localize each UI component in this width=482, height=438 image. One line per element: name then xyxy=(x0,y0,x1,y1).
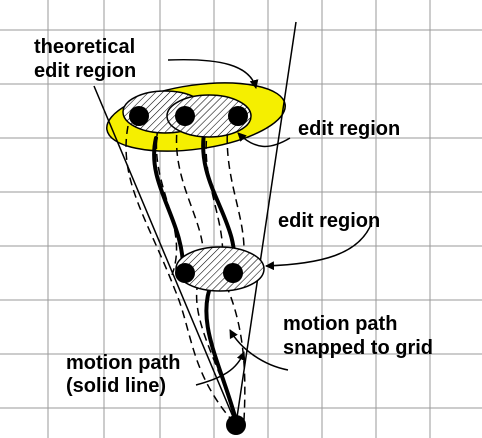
keyframe-dot xyxy=(226,415,246,435)
snapped-label-line2: snapped to grid xyxy=(283,337,433,359)
keyframe-dot xyxy=(175,263,195,283)
keyframe-dots xyxy=(129,106,248,435)
solid-label-line1: motion path xyxy=(66,352,180,374)
labels: theoretical edit region edit region edit… xyxy=(34,36,433,397)
keyframe-dot xyxy=(228,106,248,126)
keyframe-dot xyxy=(223,263,243,283)
snapped-label-line1: motion path xyxy=(283,313,397,335)
edit-region-upper-label: edit region xyxy=(298,118,400,140)
theoretical-label-line1: theoretical xyxy=(34,36,135,58)
solid-label-line2: (solid line) xyxy=(66,375,166,397)
cone-lines xyxy=(93,21,297,425)
leader-arrows xyxy=(167,58,373,386)
keyframe-dot xyxy=(129,106,149,126)
theoretical-label-line2: edit region xyxy=(34,60,136,82)
edit-region-lower-label: edit region xyxy=(278,210,380,232)
keyframe-dot xyxy=(175,106,195,126)
